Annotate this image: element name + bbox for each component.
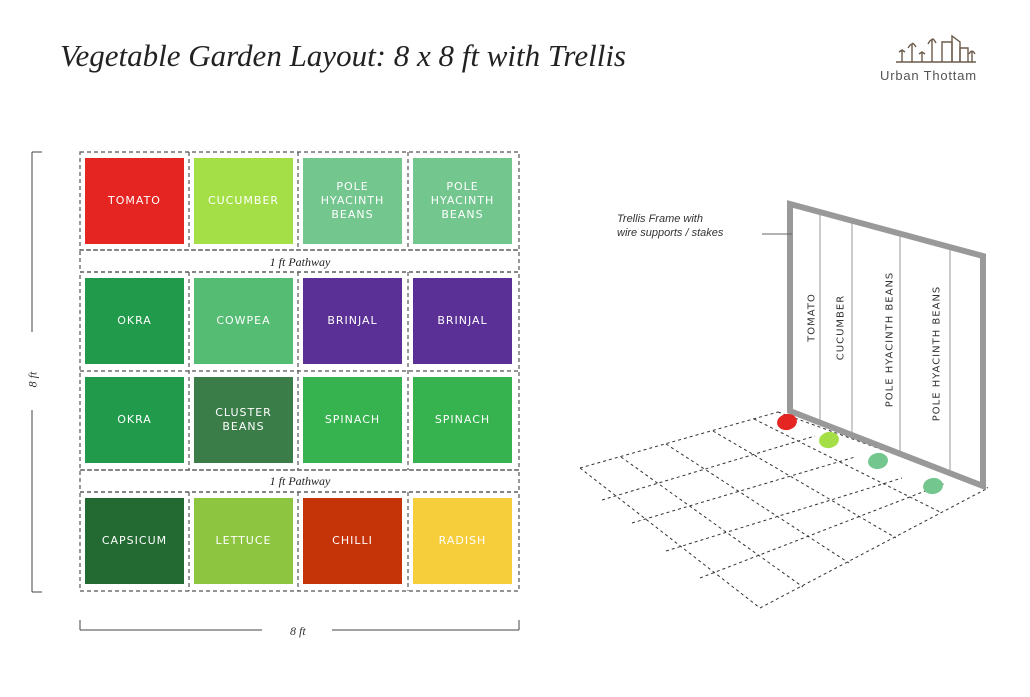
trellis-crop-1: TOMATO — [806, 293, 818, 342]
plant-cell: RADISH — [413, 498, 512, 584]
plant-dot-2 — [819, 431, 839, 449]
plant-dot-3 — [868, 452, 888, 470]
page-title: Vegetable Garden Layout: 8 x 8 ft with T… — [60, 38, 626, 73]
brand-logo: Urban Thottam — [880, 32, 1010, 83]
plant-cell: CLUSTER BEANS — [194, 377, 293, 463]
plant-cell: POLE HYACINTH BEANS — [303, 158, 402, 244]
width-dimension-label: 8 ft — [290, 624, 306, 638]
trellis-label: Trellis Frame with wire supports / stake… — [617, 212, 723, 240]
trellis-crop-2: CUCUMBER — [835, 294, 847, 361]
pathway-label-bottom: 1 ft Pathway — [269, 473, 331, 488]
plant-cell: OKRA — [85, 377, 184, 463]
plant-cell: CUCUMBER — [194, 158, 293, 244]
plants-and-buildings-icon — [896, 34, 976, 63]
trellis-frame — [787, 200, 986, 491]
plant-cell: SPINACH — [413, 377, 512, 463]
trellis-label-line1: Trellis Frame with — [617, 213, 703, 225]
plant-cell: COWPEA — [194, 278, 293, 364]
plant-dot-1 — [777, 413, 797, 431]
plant-cell: TOMATO — [85, 158, 184, 244]
plant-cell: BRINJAL — [413, 278, 512, 364]
trellis-crop-4: POLE HYACINTH BEANS — [931, 285, 943, 422]
brand-name: Urban Thottam — [880, 68, 977, 83]
plant-cell: CHILLI — [303, 498, 402, 584]
plant-dot-4 — [923, 477, 943, 495]
plant-cell: CAPSICUM — [85, 498, 184, 584]
trellis-label-line2: wire supports / stakes — [617, 227, 724, 239]
bed-outlines — [79, 151, 520, 592]
plant-cell: POLE HYACINTH BEANS — [413, 158, 512, 244]
plant-cell: SPINACH — [303, 377, 402, 463]
trellis-plant-dots — [777, 413, 943, 495]
plant-cell: BRINJAL — [303, 278, 402, 364]
plant-cell: OKRA — [85, 278, 184, 364]
pathway-label-top: 1 ft Pathway — [269, 254, 331, 269]
plant-cell: LETTUCE — [194, 498, 293, 584]
trellis-crop-3: POLE HYACINTH BEANS — [884, 271, 896, 408]
ground-grid — [579, 411, 989, 609]
